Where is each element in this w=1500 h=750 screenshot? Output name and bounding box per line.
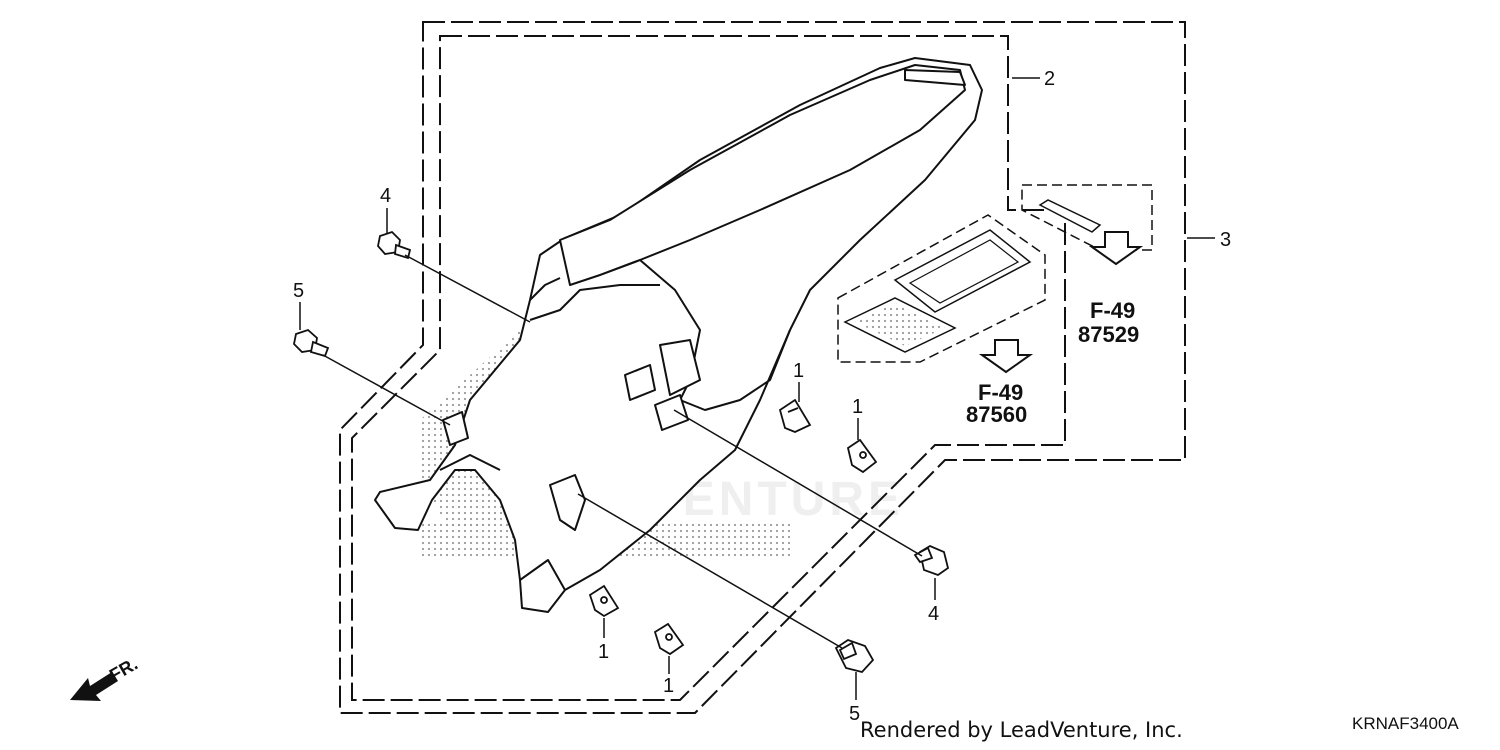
callout-part-5-bottom: 5	[849, 703, 860, 725]
front-arrow-icon	[70, 672, 118, 701]
render-credit: Rendered by LeadVenture, Inc.	[860, 718, 1183, 742]
callout-part-4-left: 4	[380, 185, 391, 207]
callout-part-2: 2	[1044, 68, 1055, 90]
callout-part-4-right: 4	[928, 603, 939, 625]
callout-part-1-c: 1	[598, 641, 609, 663]
kit-boundary-outer	[339, 21, 1186, 714]
clip-nuts	[588, 398, 878, 656]
kit-boundary-inner	[351, 35, 1066, 701]
ref-figure-large: F-49	[978, 380, 1023, 405]
ref-part-number-small: 87529	[1078, 322, 1139, 347]
ref-arrow-small	[1088, 231, 1144, 266]
decal-small	[1021, 184, 1153, 251]
callout-part-1-b: 1	[852, 396, 863, 418]
ref-figure-small: F-49	[1090, 298, 1135, 323]
callout-part-1-a: 1	[793, 360, 804, 382]
callout-part-1-d: 1	[663, 675, 674, 697]
decal-large	[837, 214, 1046, 363]
ref-part-number-large: 87560	[966, 402, 1027, 427]
diagram-code: KRNAF3400A	[1352, 714, 1459, 733]
ref-arrow-large	[978, 339, 1034, 374]
bolts	[293, 230, 950, 674]
rear-fender	[374, 57, 983, 613]
callout-part-5-left: 5	[293, 280, 304, 302]
callout-part-3: 3	[1220, 229, 1231, 251]
leader-lines	[299, 77, 1215, 700]
front-direction-indicator: FR.	[70, 654, 141, 701]
